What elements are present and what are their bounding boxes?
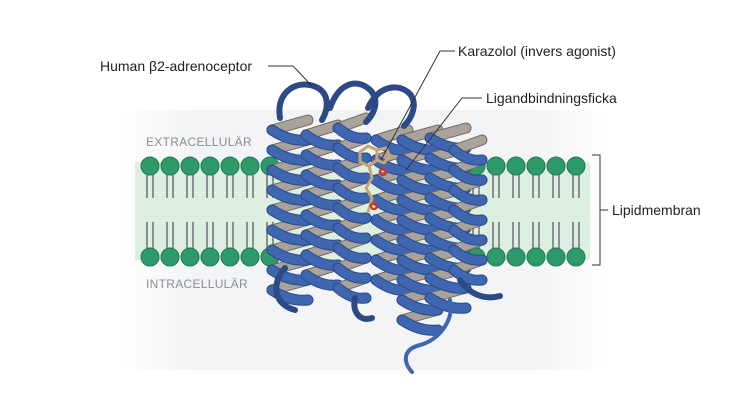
lipid-tail (532, 222, 540, 250)
lipid-head (566, 156, 586, 176)
ligand-molecule (358, 144, 392, 213)
lipid-head (180, 247, 200, 267)
lipid-head (220, 247, 240, 267)
ligand-label: Karazolol (invers agonist) (458, 43, 616, 59)
helix-front-segment (397, 295, 443, 315)
lipid-tail (146, 172, 154, 198)
helix-front-segment (371, 235, 413, 255)
lipid-head (200, 247, 220, 267)
lipid-head (240, 156, 260, 176)
lipid-tail (186, 172, 194, 198)
lipid-head (240, 247, 260, 267)
helix-front-segment (449, 205, 487, 225)
helix-front-segment (397, 215, 443, 235)
lipid-head (140, 247, 160, 267)
lipid-tail (572, 222, 580, 250)
helix-front-segment (333, 203, 371, 223)
lipid-tail (492, 172, 500, 198)
lipid-tail (226, 222, 234, 250)
helix-front-segment (371, 255, 413, 275)
extracellular-loops (276, 80, 417, 129)
lipid-head (200, 156, 220, 176)
lipid-tail (246, 172, 254, 198)
helix-front-segment (333, 163, 371, 183)
lipid-head (140, 156, 160, 176)
helix-front-segment (333, 143, 371, 163)
lipid-tail (166, 222, 174, 250)
lipid-tail (512, 172, 520, 198)
lipid-head (506, 156, 526, 176)
lipid-head (180, 156, 200, 176)
lipid-head (526, 247, 546, 267)
lipid-head (486, 247, 506, 267)
helix-front-segment (371, 175, 413, 195)
helix-front-segment (371, 195, 413, 215)
lipid-head (546, 247, 566, 267)
lipid-tail (206, 172, 214, 198)
helix-front-segment (397, 135, 443, 155)
helix-front-segment (333, 223, 371, 243)
helix-front-segment (397, 155, 443, 175)
helix-front-segment (397, 195, 443, 215)
lipid-tail (186, 222, 194, 250)
helix-front-segment (397, 315, 443, 335)
lipid-tail (512, 222, 520, 250)
lipid-head (506, 247, 526, 267)
helix-front-segment (333, 283, 371, 303)
helix-front-segment (333, 123, 371, 143)
pocket-leader-line (405, 97, 482, 171)
lipid-head (486, 156, 506, 176)
lipid-tail (532, 172, 540, 198)
helix-front-segment (397, 275, 443, 295)
extracellular-label: EXTRACELLULÄR (146, 135, 252, 149)
pocket-label: Ligandbindningsficka (486, 90, 617, 106)
helix-front-segment (449, 145, 487, 165)
intracellular-loops (273, 265, 503, 374)
helix-front-segment (371, 215, 413, 235)
receptor-leader-line (268, 65, 313, 87)
helix-front-segment (449, 265, 487, 285)
receptor-label: Human β2-adrenoceptor (100, 58, 252, 74)
receptor-helices (266, 112, 488, 336)
ligand-leader-line (380, 50, 455, 161)
lipid-tail (552, 172, 560, 198)
lipid-tail (226, 172, 234, 198)
lipid-tail (166, 172, 174, 198)
lipid-head (160, 247, 180, 267)
helix-front-segment (397, 175, 443, 195)
lipid-tail (146, 222, 154, 250)
helix-front-segment (449, 165, 487, 185)
lipid-bilayer-left (140, 156, 280, 267)
lipid-tail (206, 222, 214, 250)
lipid-tail (552, 222, 560, 250)
helix-front-segment (333, 263, 371, 283)
helix-front-segment (425, 293, 471, 313)
helix-front-segment (397, 235, 443, 255)
intracellular-label: INTRACELLULÄR (146, 277, 248, 291)
lipid-head (566, 247, 586, 267)
lipid-head (526, 156, 546, 176)
helix-front-segment (371, 275, 413, 295)
helix-front-segment (333, 243, 371, 263)
helix-front-segment (449, 245, 487, 265)
lipid-head (160, 156, 180, 176)
helix-front-segment (449, 225, 487, 245)
lipid-tail (246, 222, 254, 250)
lipid-head (546, 156, 566, 176)
lipid-tail (572, 172, 580, 198)
lipid-head (220, 156, 240, 176)
helix-front-segment (449, 185, 487, 205)
helix-front-segment (371, 135, 413, 155)
membrane-label: Lipidmembran (612, 202, 701, 218)
helix-front-segment (333, 183, 371, 203)
lipid-tail (492, 222, 500, 250)
helix-front-segment (397, 255, 443, 275)
membrane-bracket (592, 154, 608, 266)
